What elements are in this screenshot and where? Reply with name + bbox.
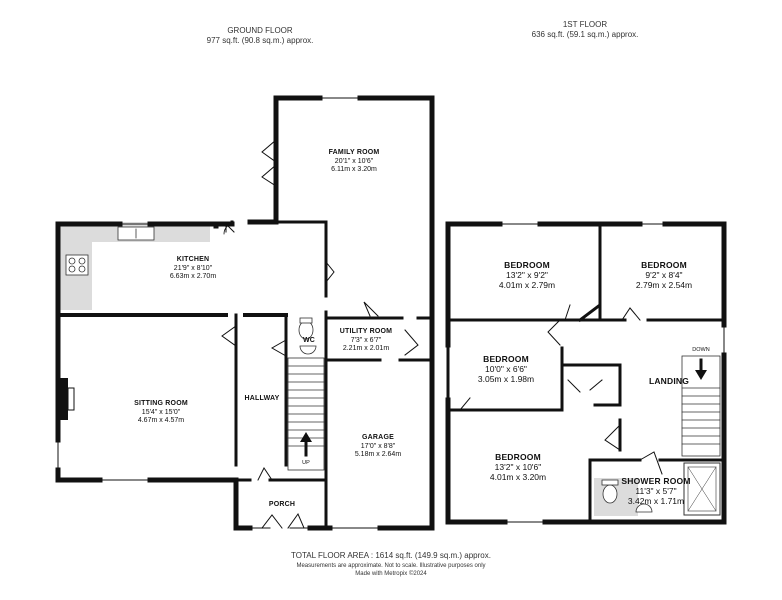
bedroom-2-name: BEDROOM <box>641 260 687 270</box>
toilet-icon <box>602 484 618 504</box>
first-floor-stairs <box>681 355 721 457</box>
family-room-label: FAMILY ROOM 20'1" x 10'6" 6.11m x 3.20m <box>329 149 380 175</box>
kitchen-worktop-side <box>60 242 92 310</box>
kitchen-imperial: 21'9" x 8'10" <box>173 264 213 272</box>
shower-room-metric: 3.42m x 1.71m <box>627 496 685 506</box>
sitting-room-imperial: 15'4" x 15'0" <box>141 408 181 416</box>
kitchen-label: KITCHEN 21'9" x 8'10" 6.63m x 2.70m <box>170 256 216 282</box>
ground-floor-header: GROUND FLOOR 977 sq.ft. (90.8 sq.m.) app… <box>160 26 360 46</box>
stairs-down-label: DOWN <box>692 346 709 355</box>
disclaimer: Measurements are approximate. Not to sca… <box>296 563 486 569</box>
hob-ring-icon <box>68 265 76 273</box>
landing-label: LANDING <box>649 376 689 386</box>
bedroom-2-label: BEDROOM 9'2" x 8'4" 2.79m x 2.54m <box>636 260 692 290</box>
shower-room-label: SHOWER ROOM 11'3" x 5'7" 3.42m x 1.71m <box>621 476 690 506</box>
garage-name: GARAGE <box>362 434 394 441</box>
bedroom-4-label: BEDROOM 13'2" x 10'6" 4.01m x 3.20m <box>490 452 546 482</box>
sitting-room-name: SITTING ROOM <box>134 400 188 407</box>
bedroom-3-imperial: 10'0" x 6'6" <box>485 364 527 374</box>
garage-metric: 5.18m x 2.64m <box>354 451 402 458</box>
landing-name: LANDING <box>648 376 690 386</box>
garage-imperial: 17'0" x 8'8" <box>360 442 396 450</box>
bedroom-1-name: BEDROOM <box>504 260 550 270</box>
garage-label: GARAGE 17'0" x 8'8" 5.18m x 2.64m <box>355 434 401 460</box>
kitchen-name: KITCHEN <box>176 256 210 263</box>
first-floor-title: 1ST FLOOR <box>562 20 608 29</box>
porch-label: PORCH <box>269 501 295 510</box>
bedroom-3-name: BEDROOM <box>483 354 529 364</box>
bedroom-4-metric: 4.01m x 3.20m <box>489 472 547 482</box>
basin-icon <box>635 503 653 513</box>
basin-icon <box>299 345 317 355</box>
stairs-up-text: UP <box>302 460 310 466</box>
porch-name: PORCH <box>268 501 296 508</box>
sitting-room-label: SITTING ROOM 15'4" x 15'0" 4.67m x 4.57m <box>134 400 188 426</box>
family-room-imperial: 20'1" x 10'6" <box>334 157 374 165</box>
first-floor-header: 1ST FLOOR 636 sq.ft. (59.1 sq.m.) approx… <box>485 20 685 40</box>
hob-icon <box>65 254 89 276</box>
ground-floor-title: GROUND FLOOR <box>227 26 293 35</box>
wc-label: WC <box>303 337 315 346</box>
wc-name: WC <box>302 337 316 344</box>
total-floor-area: TOTAL FLOOR AREA : 1614 sq.ft. (149.9 sq… <box>291 551 491 560</box>
stairs-down-text: DOWN <box>692 347 710 353</box>
first-floor-plan <box>445 221 727 525</box>
hob-ring-icon <box>78 257 86 265</box>
hallway-label: HALLWAY <box>245 395 280 404</box>
bedroom-1-imperial: 13'2" x 9'2" <box>506 270 548 280</box>
utility-room-name: UTILITY ROOM <box>339 328 393 335</box>
shower-room-name: SHOWER ROOM <box>621 476 691 486</box>
kitchen-metric: 6.63m x 2.70m <box>169 273 217 280</box>
bedroom-4-imperial: 13'2" x 10'6" <box>494 462 542 472</box>
shower-room-imperial: 11'3" x 5'7" <box>635 486 677 496</box>
ground-floor-area: 977 sq.ft. (90.8 sq.m.) approx. <box>206 36 314 45</box>
bedroom-1-label: BEDROOM 13'2" x 9'2" 4.01m x 2.79m <box>499 260 555 290</box>
family-room-metric: 6.11m x 3.20m <box>331 166 377 173</box>
hob-ring-icon <box>78 265 86 273</box>
stairs-up-label: UP <box>302 459 310 468</box>
bedroom-1-metric: 4.01m x 2.79m <box>498 280 556 290</box>
first-floor-area: 636 sq.ft. (59.1 sq.m.) approx. <box>531 30 639 39</box>
utility-room-imperial: 7'3" x 6'7" <box>350 336 382 344</box>
bedroom-4-name: BEDROOM <box>495 452 541 462</box>
bedroom-3-label: BEDROOM 10'0" x 6'6" 3.05m x 1.98m <box>478 354 534 384</box>
ground-floor-plan <box>55 95 435 531</box>
family-room-name: FAMILY ROOM <box>328 149 380 156</box>
bedroom-2-imperial: 9'2" x 8'4" <box>645 270 683 280</box>
utility-room-metric: 2.21m x 2.01m <box>342 345 390 352</box>
hob-ring-icon <box>68 257 76 265</box>
hallway-name: HALLWAY <box>244 395 280 402</box>
credit: Made with Metropix ©2024 <box>355 571 427 577</box>
utility-room-label: UTILITY ROOM 7'3" x 6'7" 2.21m x 2.01m <box>340 328 392 354</box>
bedroom-3-metric: 3.05m x 1.98m <box>477 374 535 384</box>
sitting-room-metric: 4.67m x 4.57m <box>137 417 185 424</box>
fireplace-icon <box>58 378 68 420</box>
bedroom-2-metric: 2.79m x 2.54m <box>635 280 693 290</box>
